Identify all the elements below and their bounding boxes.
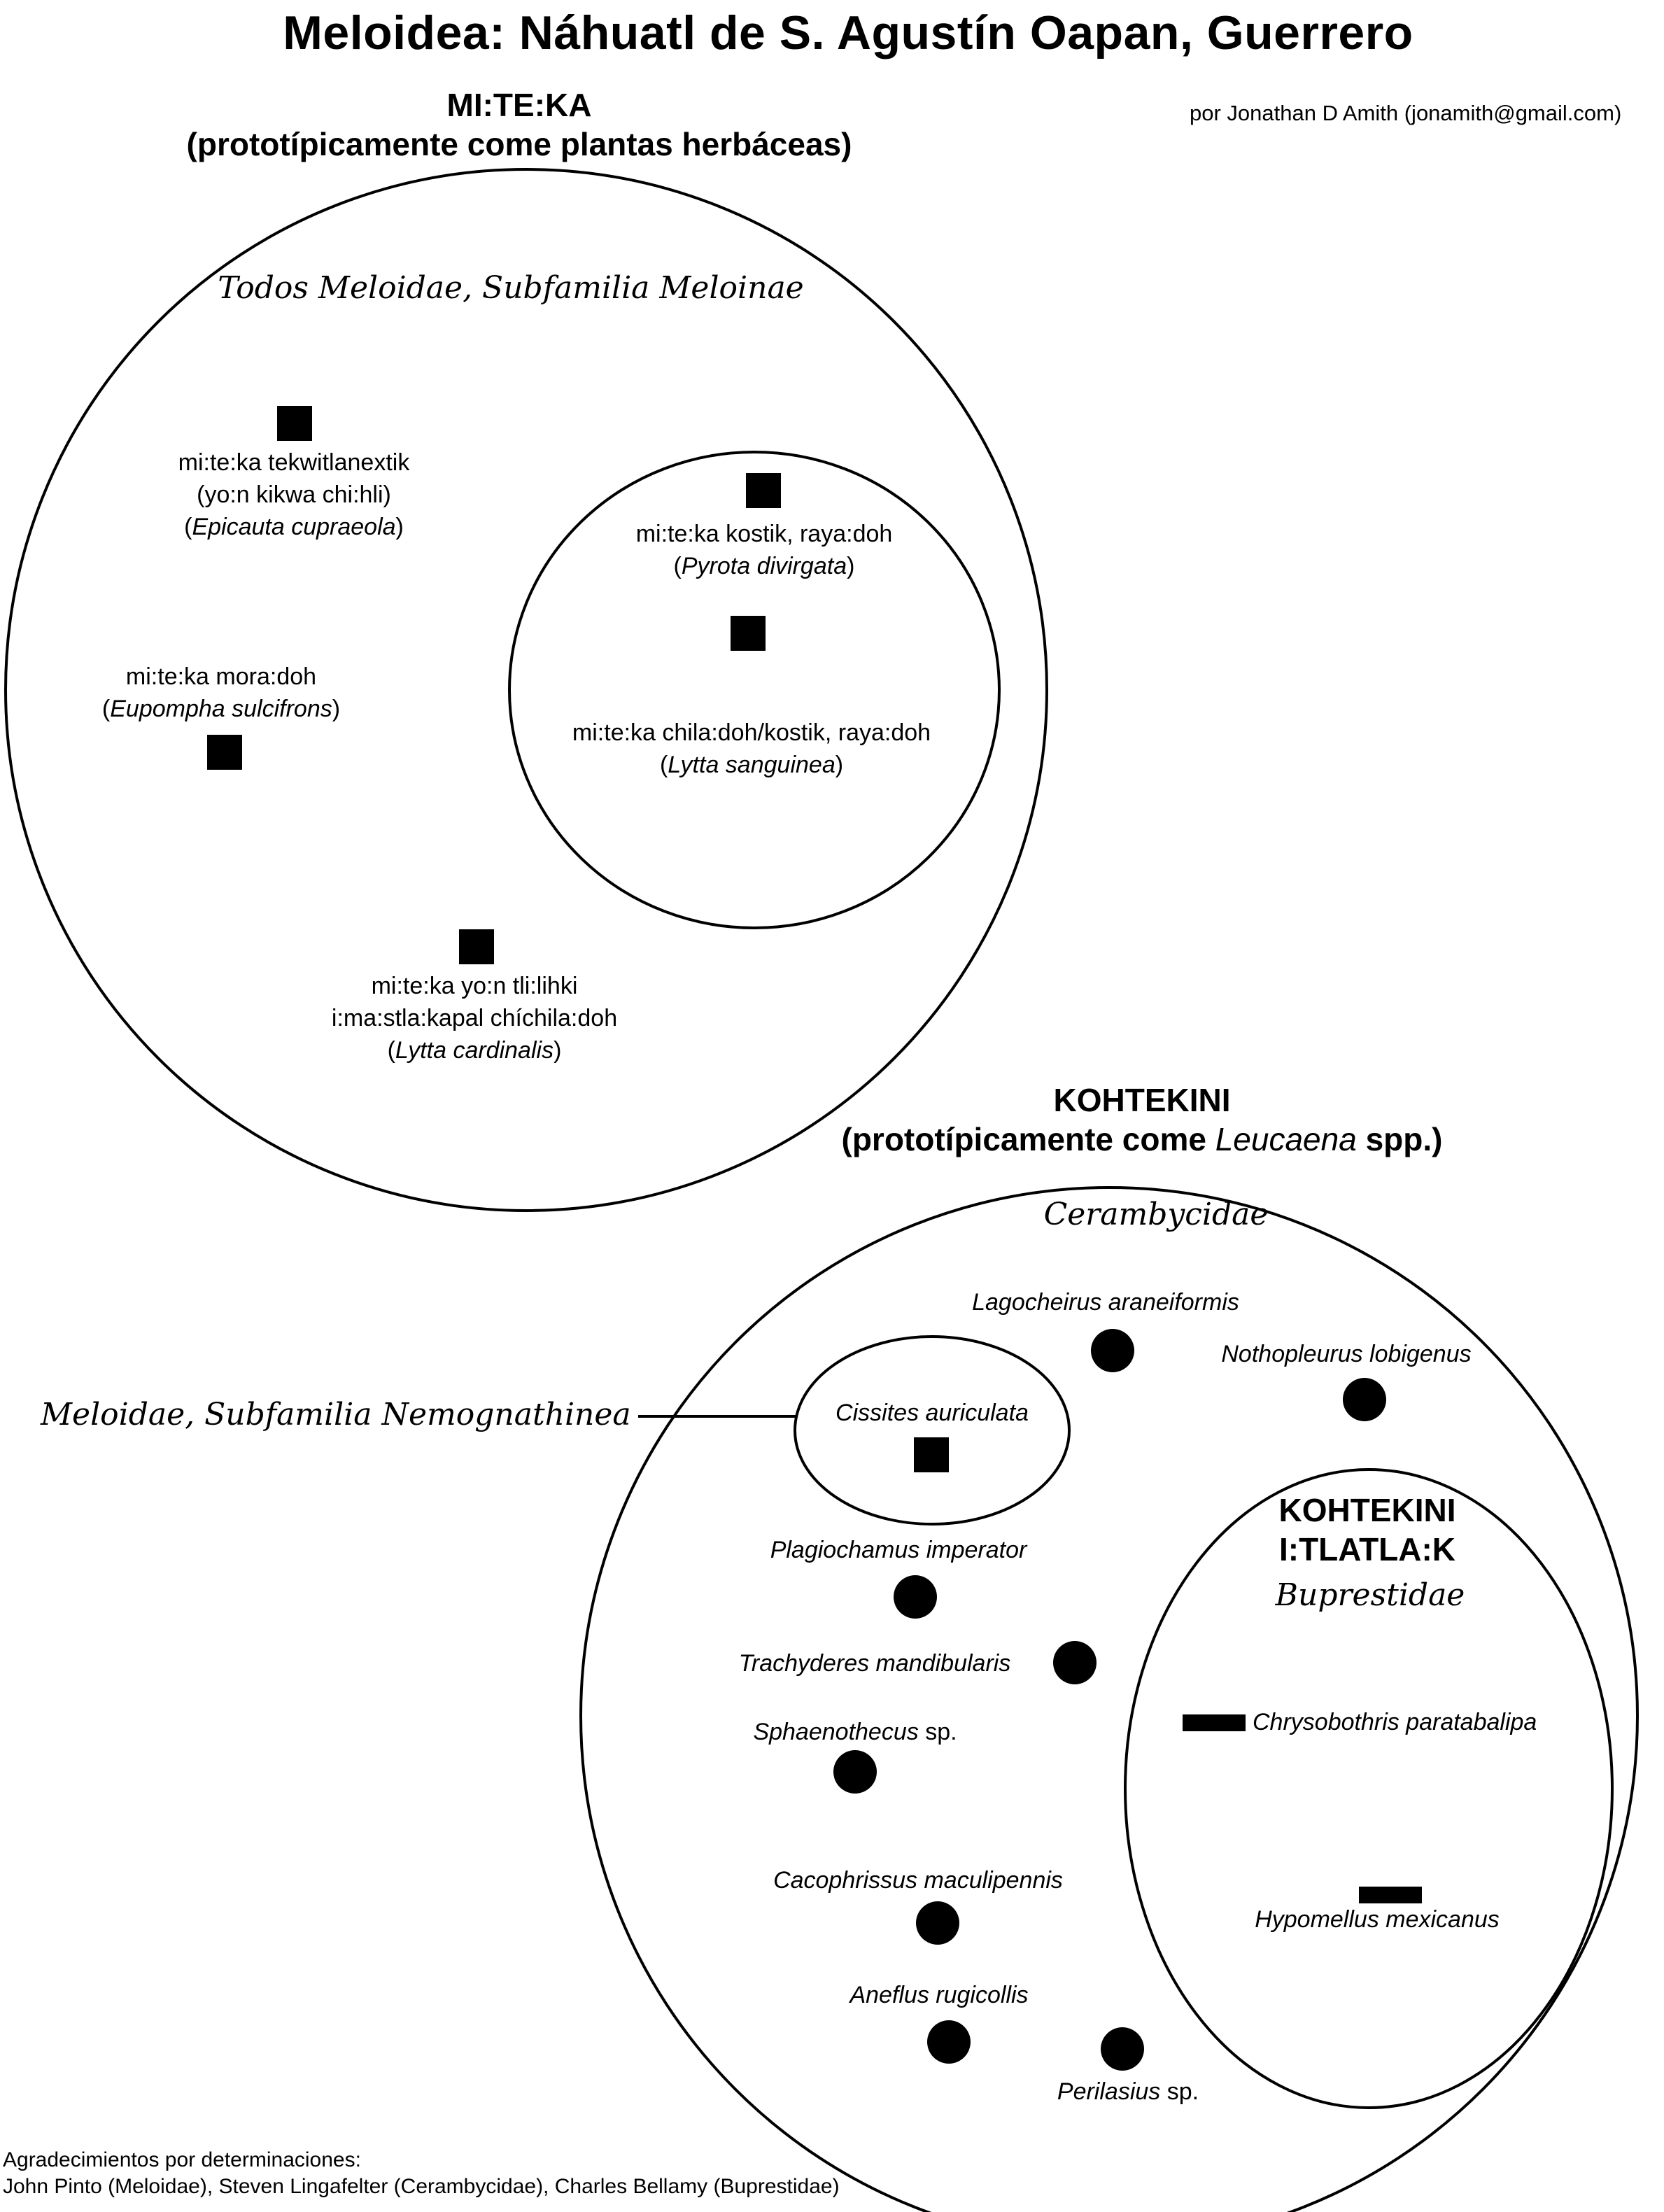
- lytta-cardinalis-sci: (Lytta cardinalis): [387, 1037, 562, 1064]
- epicauta-name: mi:te:ka tekwitlanextik: [178, 449, 410, 476]
- perilasius-label: Perilasius sp.: [1057, 2076, 1199, 2108]
- marker-dot-plagiochamus: [894, 1575, 937, 1619]
- pyrota-name: mi:te:ka kostik, raya:doh: [635, 521, 893, 547]
- epicauta-sci: (Epicauta cupraeola): [184, 514, 404, 540]
- meloinae-circle: [4, 168, 1048, 1212]
- marker-dot-lagocheirus: [1091, 1329, 1134, 1372]
- sphaenothecus-label: Sphaenothecus sp.: [753, 1716, 957, 1748]
- marker-square-lytta-cardinalis: [459, 929, 494, 964]
- lytta-sanguinea-sci: (Lytta sanguinea): [659, 752, 844, 778]
- page-title: Meloidea: Náhuatl de S. Agustín Oapan, G…: [283, 6, 1413, 59]
- author-credit: por Jonathan D Amith (jonamith@gmail.com…: [1190, 101, 1622, 125]
- marker-dot-sphaenothecus: [833, 1750, 877, 1794]
- marker-dot-nothopleurus: [1343, 1378, 1386, 1421]
- marker-square-pyrota: [746, 473, 781, 508]
- eupompha-name: mi:te:ka mora:doh: [125, 663, 317, 690]
- lagocheirus-label: Lagocheirus araneiformis: [972, 1289, 1239, 1316]
- pyrota-sci: (Pyrota divirgata): [673, 553, 855, 579]
- trachyderes-label: Trachyderes mandibularis: [738, 1650, 1011, 1677]
- nothopleurus-label: Nothopleurus lobigenus: [1221, 1341, 1472, 1367]
- marker-dot-trachyderes: [1053, 1641, 1097, 1684]
- eupompha-label: mi:te:ka mora:doh (Eupompha sulcifrons): [102, 661, 340, 725]
- kohtekini-heading-name: KOHTEKINI: [1053, 1082, 1231, 1118]
- kohtekini-heading: KOHTEKINI (prototípicamente come Leucaen…: [842, 1080, 1443, 1159]
- marker-square-cissites: [914, 1437, 949, 1472]
- kohtekini-heading-desc: (prototípicamente come Leucaena spp.): [842, 1120, 1443, 1159]
- kohtekini-heading-desc-sci: Leucaena: [1215, 1121, 1357, 1157]
- sphaenothecus-suffix: sp.: [918, 1719, 957, 1745]
- marker-bar-hypomellus: [1359, 1887, 1422, 1903]
- epicauta-note: (yo:n kikwa chi:hli): [197, 481, 391, 508]
- epicauta-label: mi:te:ka tekwitlanextik (yo:n kikwa chi:…: [178, 446, 410, 543]
- marker-square-epicauta: [277, 406, 312, 441]
- meloinae-circle-label: Todos Meloidae, Subfamilia Meloinae: [218, 270, 804, 306]
- kohtekini-heading-desc-pre: (prototípicamente come: [841, 1121, 1215, 1157]
- nemognathinae-label: Meloidae, Subfamilia Nemognathinea: [41, 1397, 631, 1432]
- cissites-label: Cissites auriculata: [835, 1400, 1029, 1426]
- pyrota-sci-name: Pyrota divirgata: [681, 553, 847, 579]
- lytta-cardinalis-sci-name: Lytta cardinalis: [395, 1037, 554, 1064]
- lytta-cardinalis-label: mi:te:ka yo:n tli:lihki i:ma:stla:kapal …: [332, 970, 617, 1066]
- marker-dot-cacophrissus: [916, 1901, 959, 1945]
- cerambycidae-circle-label: Cerambycidae: [1043, 1197, 1269, 1232]
- hypomellus-label: Hypomellus mexicanus: [1255, 1906, 1500, 1933]
- marker-bar-chrysobothris: [1183, 1714, 1246, 1731]
- lytta-cardinalis-note: i:ma:stla:kapal chíchila:doh: [331, 1005, 618, 1031]
- acknowledgements: Agradecimientos por determinaciones: Joh…: [3, 2147, 840, 2200]
- plagiochamus-label: Plagiochamus imperator: [770, 1537, 1027, 1563]
- lytta-sanguinea-label: mi:te:ka chila:doh/kostik, raya:doh (Lyt…: [572, 717, 931, 781]
- acknowledgements-title: Agradecimientos por determinaciones:: [3, 2148, 361, 2171]
- marker-square-lytta-sanguinea: [731, 616, 766, 651]
- lytta-sanguinea-name: mi:te:ka chila:doh/kostik, raya:doh: [572, 719, 931, 746]
- iltlatlak-heading-name: KOHTEKINI: [1278, 1492, 1456, 1528]
- marker-square-eupompha: [207, 735, 242, 770]
- eupompha-sci-name: Eupompha sulcifrons: [110, 696, 332, 722]
- buprestidae-ellipse: [1124, 1468, 1614, 2109]
- marker-dot-aneflus: [927, 2020, 971, 2064]
- cerambycidae-circle: [579, 1186, 1639, 2212]
- perilasius-name: Perilasius: [1057, 2078, 1161, 2105]
- nemognathinae-ellipse: [794, 1335, 1071, 1526]
- miteka-heading-name: MI:TE:KA: [446, 87, 592, 123]
- marker-dot-perilasius: [1101, 2027, 1144, 2071]
- cacophrissus-label: Cacophrissus maculipennis: [773, 1867, 1063, 1894]
- lytta-cardinalis-name: mi:te:ka yo:n tli:lihki: [371, 973, 578, 999]
- pyrota-label: mi:te:ka kostik, raya:doh (Pyrota divirg…: [636, 518, 893, 582]
- eupompha-sci: (Eupompha sulcifrons): [101, 696, 341, 722]
- inner-meloinae-ellipse: [508, 451, 1001, 929]
- miteka-heading: MI:TE:KA (prototípicamente come plantas …: [187, 85, 852, 164]
- kohtekini-heading-desc-post: spp.): [1356, 1121, 1443, 1157]
- aneflus-label: Aneflus rugicollis: [849, 1982, 1029, 2008]
- sphaenothecus-name: Sphaenothecus: [753, 1719, 919, 1745]
- iltlatlak-heading: KOHTEKINI I:TLATLA:K: [1279, 1491, 1456, 1569]
- iltlatlak-heading-name-2: I:TLATLA:K: [1278, 1531, 1456, 1568]
- acknowledgements-names: John Pinto (Meloidae), Steven Lingafelte…: [3, 2175, 840, 2198]
- epicauta-sci-name: Epicauta cupraeola: [192, 514, 396, 540]
- lytta-sanguinea-sci-name: Lytta sanguinea: [668, 752, 835, 778]
- miteka-heading-desc: (prototípicamente come plantas herbáceas…: [186, 126, 852, 162]
- chrysobothris-label: Chrysobothris paratabalipa: [1253, 1709, 1537, 1735]
- perilasius-suffix: sp.: [1160, 2078, 1199, 2105]
- buprestidae-label: Buprestidae: [1275, 1577, 1465, 1613]
